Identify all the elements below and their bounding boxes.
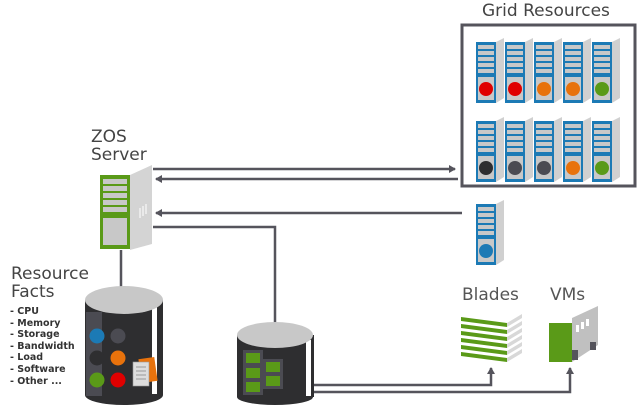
rack-server-icon [505,38,533,103]
fact-dot [89,372,105,388]
zos-label-line2: Server [91,145,147,165]
blade-icon [461,338,507,348]
blades-stack-icon [461,314,522,362]
blade-icon [461,352,507,362]
fact-item: Memory [10,318,75,330]
fact-item: Bandwidth [10,341,74,353]
status-dot [595,161,609,175]
grid-servers [476,38,620,182]
resource-facts-line2: Facts [11,282,55,302]
blade-icon [461,345,507,355]
blade-server-icon [476,200,504,265]
rack-server-icon [534,117,562,182]
fact-item: Other ... [10,376,75,388]
repository-database-icon [237,322,314,405]
zos-server-icon [100,165,152,250]
rack-server-icon [563,117,591,182]
grid-resources-title: Grid Resources [482,1,610,21]
status-dot [537,161,551,175]
connectors [117,165,574,394]
fact-item: Storage [10,329,75,341]
rack-server-icon [476,200,504,265]
fact-item: Software [10,364,75,376]
documents-icon [132,357,158,387]
blade-icon [461,317,507,327]
fact-dot [110,328,126,344]
resource-facts-line1: Resource [11,264,89,284]
rack-server-icon [592,117,620,182]
vm-icon [549,306,598,362]
zos-label-line1: ZOS [91,127,127,147]
fact-dot [89,328,105,344]
rack-server-icon [563,38,591,103]
rack-server-icon [534,38,562,103]
status-dot [479,82,493,96]
arrow-zos-to-repository [153,225,279,334]
arrow-to-blades [314,367,495,387]
status-dot [537,82,551,96]
status-dot [595,82,609,96]
rack-server-icon [476,38,504,103]
rack-server-icon [476,117,504,182]
blade-icon [461,324,507,334]
status-dot [479,161,493,175]
status-dot [508,82,522,96]
status-dot [566,161,580,175]
rack-server-icon [592,38,620,103]
status-dot [508,161,522,175]
fact-item: Load [10,352,75,364]
vms-label: VMs [550,285,586,305]
arrow-to-vms [314,367,574,394]
blade-icon [461,331,507,341]
fact-item: CPU [10,306,75,318]
fact-dot [110,350,126,366]
resource-facts-database-icon [85,286,163,405]
blades-label: Blades [462,285,519,305]
status-dot [566,82,580,96]
fact-dot [89,350,105,366]
fact-dot [110,372,126,388]
resource-facts-list: CPU Memory Storage Bandwidth Load Softwa… [10,306,75,388]
status-dot [479,244,493,258]
rack-server-icon [505,117,533,182]
